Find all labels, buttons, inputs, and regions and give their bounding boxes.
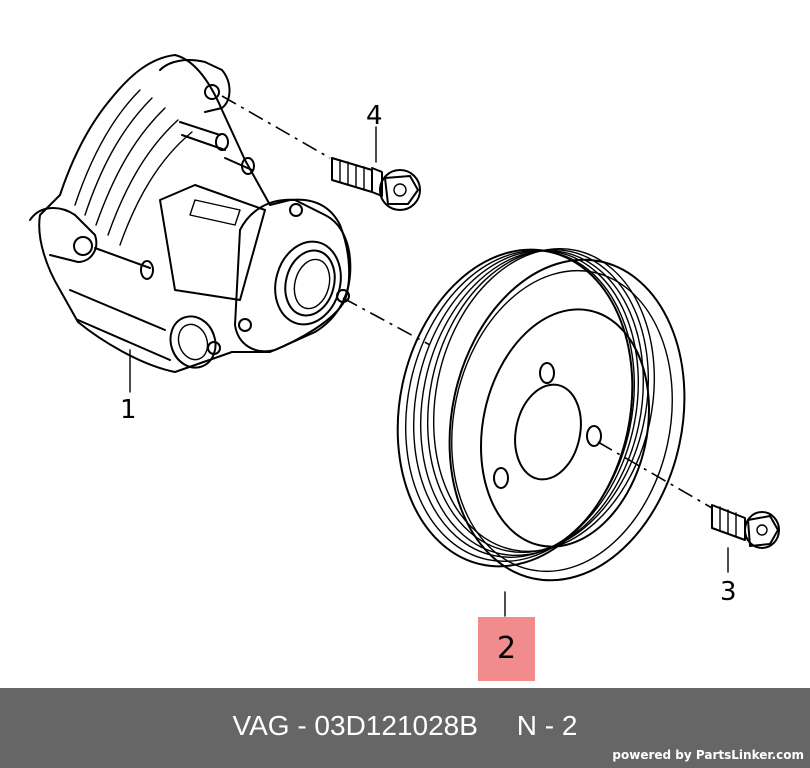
footer-bar: VAG - 03D121028B N - 2 powered by PartsL… bbox=[0, 688, 810, 768]
water-pump-housing bbox=[29, 54, 352, 373]
pulley bbox=[396, 247, 686, 582]
bolt-4 bbox=[331, 157, 421, 211]
axis-line-bolt-3 bbox=[597, 441, 713, 509]
axis-line-bolt-4 bbox=[221, 95, 331, 159]
parts-diagram: 1 3 4 bbox=[29, 54, 780, 617]
callout-1: 1 bbox=[120, 395, 137, 425]
callout-4: 4 bbox=[366, 101, 383, 131]
bolt-3 bbox=[711, 504, 780, 549]
part-title: VAG - 03D121028B N - 2 bbox=[232, 710, 578, 741]
callout-2-highlight: 2 bbox=[478, 617, 535, 681]
credit-link[interactable]: powered by PartsLinker.com bbox=[612, 748, 804, 762]
axis-line-pulley bbox=[342, 297, 431, 346]
callout-2: 2 bbox=[496, 631, 517, 666]
callout-3: 3 bbox=[720, 577, 737, 607]
